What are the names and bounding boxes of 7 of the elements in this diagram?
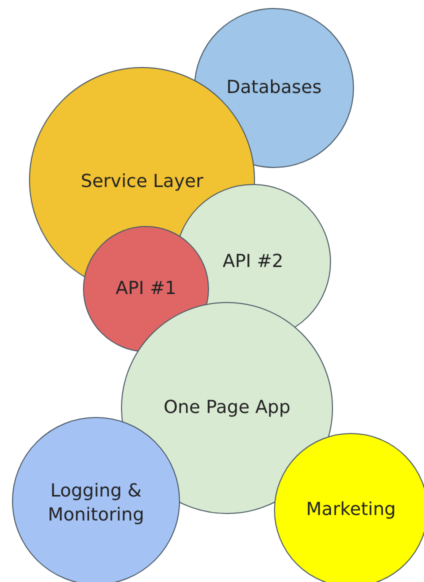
circle-label: Service Layer — [80, 170, 204, 194]
circle-label: Databases — [226, 76, 322, 100]
circle-label: API #2 — [222, 250, 284, 274]
circle-label: Logging & Monitoring — [46, 480, 146, 528]
circle-label: One Page App — [164, 396, 290, 420]
circle-label: Marketing — [306, 498, 396, 522]
circle-label: API #1 — [116, 276, 176, 301]
